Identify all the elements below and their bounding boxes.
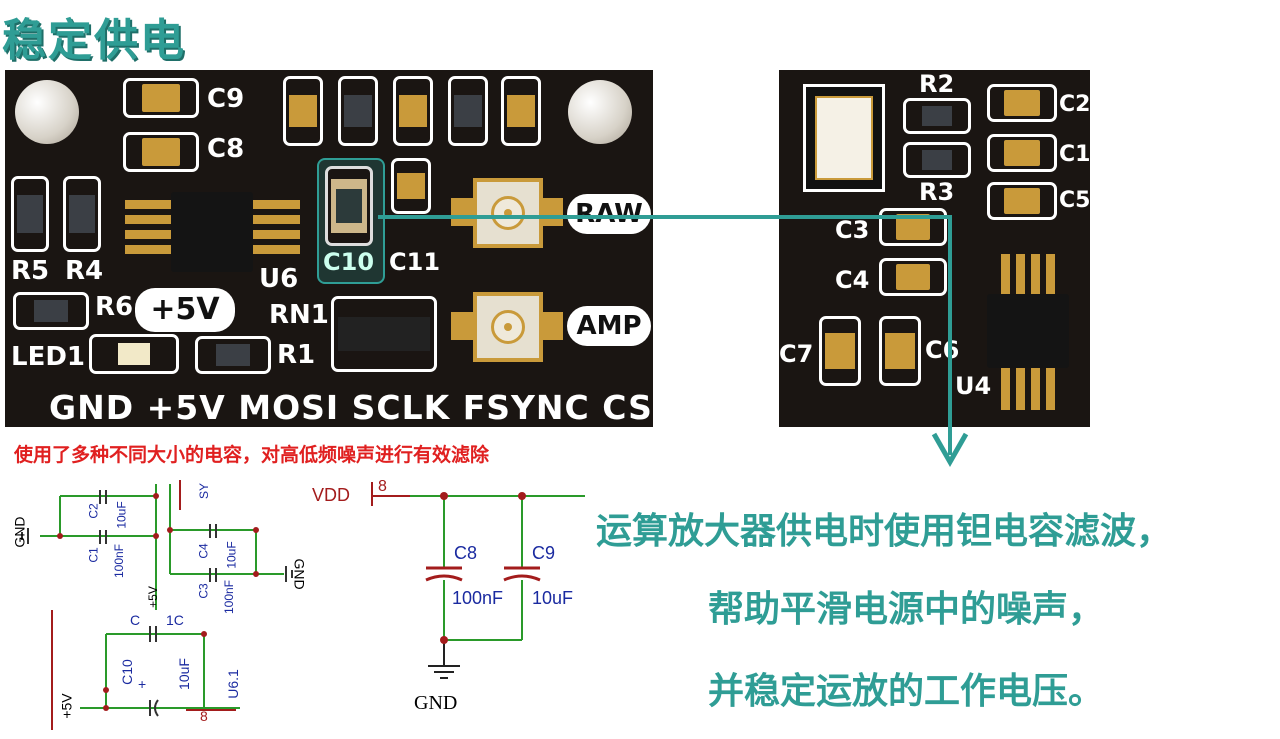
raw-bubble: RAW (567, 194, 651, 234)
cap-c8-pad (123, 132, 199, 172)
sch-c10-plus: + (138, 676, 147, 692)
sch-c-label: C (130, 612, 141, 628)
sch-vdd: VDD (312, 485, 351, 505)
label-u6: U6 (259, 264, 299, 294)
sch-right-pin8: 8 (378, 478, 387, 495)
cap-c7-pad (819, 316, 861, 386)
explanation-line-2: 帮助平滑电源中的噪声， (708, 589, 1105, 630)
explanation-line-1: 运算放大器供电时使用钽电容滤波， (596, 511, 1173, 552)
label-r4: R4 (65, 256, 104, 286)
resistor-r4-pad (63, 176, 101, 252)
label-r2: R2 (919, 70, 955, 98)
label-c4: C4 (835, 266, 870, 294)
cap-c6-pad (879, 316, 921, 386)
resistor-r3-pad (903, 142, 971, 178)
sch-c2-val: 10uF (114, 501, 129, 529)
sma-amp-connector (473, 292, 543, 362)
label-c11: C11 (389, 248, 441, 276)
label-rn1: RN1 (269, 300, 329, 330)
sma-raw-connector (473, 178, 543, 248)
label-c8: C8 (207, 134, 245, 164)
cap-c9-pad (123, 78, 199, 118)
label-u4: U4 (955, 372, 992, 400)
label-c9: C9 (207, 84, 245, 114)
resistor-r6-pad (13, 292, 89, 330)
sch-right-gnd: GND (414, 692, 458, 714)
plus5v-bubble: +5V (135, 288, 235, 332)
sch-c4: C4 (196, 543, 211, 559)
label-r5: R5 (11, 256, 50, 286)
pin-header-row: GND +5V MOSI SCLK FSYNC CS (49, 388, 653, 427)
cap-c1-pad (987, 134, 1057, 172)
sch-c8: C8 (454, 543, 478, 563)
sch-c1-val: 100nF (112, 543, 127, 579)
label-c10: C10 (323, 248, 375, 276)
left-pcb-board: C9 C8 R5 R4 U6 C10 C11 RAW AMP R6 +5V RN… (5, 70, 653, 427)
sch-c-value-cut: 1C (166, 612, 184, 628)
cap-c2-pad (987, 84, 1057, 122)
led1-pad (89, 334, 179, 374)
label-led1: LED1 (11, 342, 86, 372)
sch-left-plus5v-bottom: +5V (58, 693, 75, 719)
cap-c5-pad (987, 182, 1057, 220)
cap-top-2 (338, 76, 378, 146)
cap-top-5 (501, 76, 541, 146)
oscillator-chip (815, 96, 873, 180)
sch-left-plus5v: +5V (145, 586, 160, 608)
sch-c1: C1 (86, 547, 101, 563)
resistor-r2-pad (903, 98, 971, 134)
explanation-line-3: 并稳定运放的工作电压。 (708, 671, 1105, 712)
sch-c8-val: 100nF (452, 588, 504, 608)
sch-left-sy: SY (197, 482, 212, 500)
cap-c11-pad (391, 158, 431, 214)
tantalum-c10-pad (325, 166, 373, 246)
label-r3: R3 (919, 178, 955, 206)
sch-c9: C9 (532, 543, 556, 563)
red-note: 使用了多种不同大小的电容，对高低频噪声进行有效滤除 (14, 444, 490, 466)
sch-u61: U6.1 (224, 669, 241, 699)
label-c3: C3 (835, 216, 870, 244)
label-c1: C1 (1059, 142, 1090, 167)
sch-pin8: 8 (200, 708, 208, 724)
resistor-r1-pad (195, 336, 271, 374)
cap-c4-pad (879, 258, 947, 296)
cap-top-4 (448, 76, 488, 146)
schematic-right (371, 482, 585, 679)
sch-c10-val: 10uF (175, 658, 192, 690)
label-c2: C2 (1059, 92, 1090, 117)
sch-c4-val: 10uF (224, 541, 239, 569)
schematic-left (21, 480, 293, 730)
sch-left-gnd1: GND (11, 516, 28, 548)
label-c7: C7 (779, 340, 814, 368)
u6-chip (171, 192, 253, 272)
label-r1: R1 (277, 340, 316, 370)
label-r6: R6 (95, 292, 134, 322)
resistor-network-rn1 (331, 296, 437, 372)
u4-chip (987, 294, 1069, 368)
sch-c3-val: 100nF (222, 579, 237, 615)
cap-top-1 (283, 76, 323, 146)
mounting-hole-right (568, 80, 632, 144)
amp-bubble: AMP (567, 306, 651, 346)
resistor-r5-pad (11, 176, 49, 252)
sch-c3: C3 (196, 583, 211, 599)
label-c5: C5 (1059, 188, 1090, 213)
mounting-hole-left (15, 80, 79, 144)
label-c6: C6 (925, 336, 960, 364)
sch-c10: C10 (118, 659, 135, 685)
cap-top-3 (393, 76, 433, 146)
right-pcb-board: R2 R3 C2 C1 C5 C3 C4 C7 C6 U4 (779, 70, 1090, 427)
sch-c9-val: 10uF (532, 588, 574, 608)
page-title: 稳定供电 (2, 15, 186, 66)
sch-c2: C2 (86, 503, 101, 519)
